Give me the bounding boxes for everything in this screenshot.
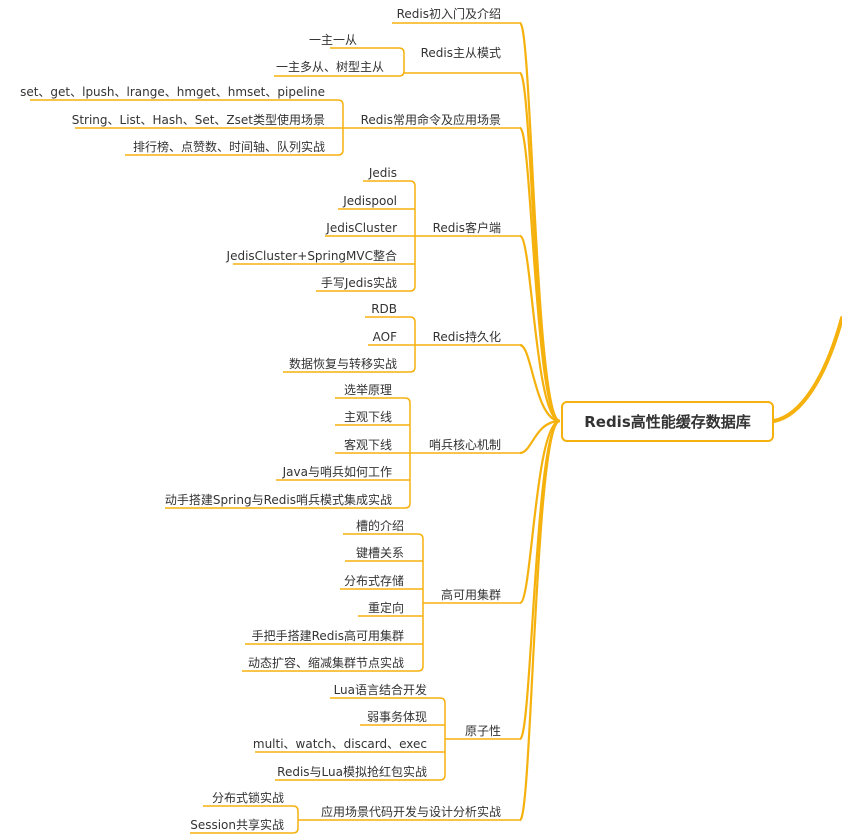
leaf-label[interactable]: 槽的介绍 [355,519,404,533]
leaf-label[interactable]: JedisCluster+SpringMVC整合 [226,249,397,263]
leaf-label[interactable]: 手写Jedis实战 [320,276,397,290]
leaf-label[interactable]: 分布式存储 [343,574,404,588]
leaf-label[interactable]: Jedispool [343,194,397,208]
branch-connector [519,343,561,423]
branch-label[interactable]: 原子性 [464,724,501,738]
branch-label[interactable]: Redis常用命令及应用场景 [360,113,501,127]
leaf-label[interactable]: RDB [371,302,397,316]
leaf-label[interactable]: AOF [372,330,397,344]
root-tail-connector [772,316,842,423]
leaf-label[interactable]: Redis与Lua模拟抢红包实战 [277,765,427,779]
leaf-label[interactable]: 选举原理 [343,383,392,397]
leaf-label[interactable]: 分布式锁实战 [211,791,284,805]
branch-label[interactable]: Redis主从模式 [420,46,501,60]
branch-connector [518,419,562,822]
branch-trunk [292,805,299,834]
branch-label[interactable]: 高可用集群 [440,588,501,602]
leaf-label[interactable]: Jedis [368,166,397,180]
leaf-label[interactable]: 一主一从 [308,33,357,47]
branch-trunk [439,697,446,781]
leaf-label[interactable]: 客观下线 [343,438,392,452]
branch-connector [518,234,561,423]
leaf-label[interactable]: Java与哨兵如何工作 [282,465,392,479]
leaf-label[interactable]: Session共享实战 [190,818,284,832]
leaf-label[interactable]: 动手搭建Spring与Redis哨兵模式集成实战 [164,493,392,507]
leaf-label[interactable]: String、List、Hash、Set、Zset类型使用场景 [71,113,325,127]
root-node-label: Redis高性能缓存数据库 [584,413,751,431]
leaf-label[interactable]: 一主多从、树型主从 [275,60,384,74]
branch-trunk [337,99,344,156]
branch-label[interactable]: 哨兵核心机制 [428,438,501,452]
branch-trunk [404,397,411,509]
leaf-label[interactable]: 重定向 [367,601,404,615]
leaf-label[interactable]: set、get、lpush、lrange、hmget、hmset、pipelin… [20,85,325,99]
branch-trunk [409,316,416,373]
leaf-label[interactable]: JedisCluster [326,221,397,235]
branch-connector [518,126,561,423]
leaf-label[interactable]: multi、watch、discard、exec [252,737,427,751]
branch-connector [519,419,561,455]
leaf-label[interactable]: 动态扩容、缩减集群节点实战 [247,656,404,670]
leaf-label[interactable]: 主观下线 [343,410,392,424]
leaf-label[interactable]: 弱事务体现 [366,710,427,724]
root-node[interactable]: Redis高性能缓存数据库 [561,401,774,442]
branch-label[interactable]: 应用场景代码开发与设计分析实战 [320,805,501,819]
leaf-label[interactable]: 手把手搭建Redis高可用集群 [251,629,404,643]
leaf-label[interactable]: Lua语言结合开发 [333,683,427,697]
leaf-label[interactable]: 排行榜、点赞数、时间轴、队列实战 [132,140,325,154]
leaf-label[interactable]: 数据恢复与转移实战 [288,357,397,371]
branch-connector [518,419,561,605]
branch-trunk [398,47,405,77]
leaf-label[interactable]: 键槽关系 [355,546,404,560]
branch-label[interactable]: Redis持久化 [432,330,501,344]
branch-label[interactable]: Redis初入门及介绍 [396,7,501,21]
branch-label[interactable]: Redis客户端 [432,221,501,235]
branch-trunk [409,180,416,292]
branch-trunk [417,533,424,672]
